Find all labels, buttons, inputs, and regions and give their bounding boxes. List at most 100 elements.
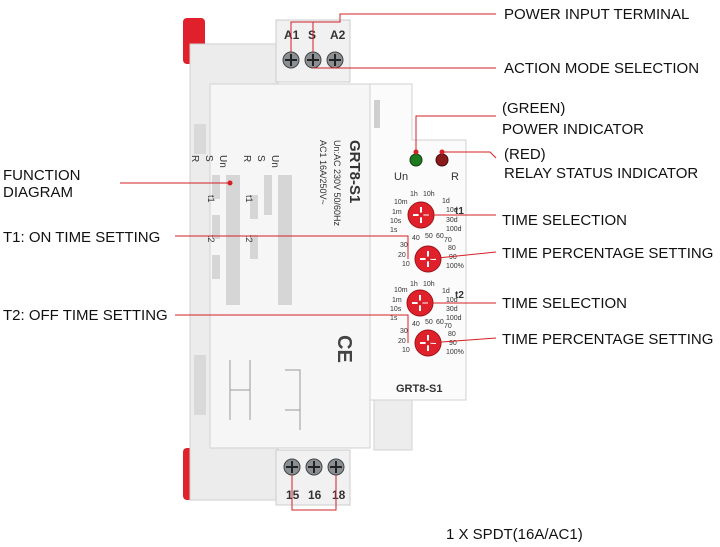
pct-30: 30 — [400, 242, 408, 249]
scale-1s: 1s — [390, 227, 398, 234]
diagram-t1-b: t1 — [244, 195, 254, 203]
scale2-10d: 10d — [446, 297, 458, 304]
scale-10m: 10m — [394, 199, 408, 206]
leader-green — [415, 115, 496, 152]
terminal-a2-label: A2 — [330, 28, 346, 42]
model-label: GRT8-S1 — [346, 140, 363, 203]
pct2-10: 10 — [402, 347, 410, 354]
pct2-60: 60 — [436, 319, 444, 326]
pct-90: 90 — [449, 254, 457, 261]
pct-10: 10 — [402, 261, 410, 268]
pct2-100: 100% — [446, 349, 464, 356]
terminal-s-label: S — [308, 28, 316, 42]
diagram-t1-a: t1 — [206, 195, 216, 203]
dial-t1-percent-scale: 40 50 60 70 80 90 100% 30 20 10 — [398, 233, 464, 270]
diagram-t2-a: t2 — [206, 235, 216, 243]
dot-red — [439, 149, 445, 155]
panel-groove — [374, 100, 380, 128]
diagram-label-r-2: R — [241, 155, 252, 162]
leader-power-input-main — [313, 13, 496, 23]
terminal-screw-a2 — [326, 51, 344, 69]
scale-10s: 10s — [390, 218, 402, 225]
scale2-1s: 1s — [390, 315, 398, 322]
dial-t1-label: t1 — [455, 206, 464, 217]
leader-power-input — [290, 21, 314, 52]
callout-time-selection-2: TIME SELECTION — [502, 295, 627, 312]
terminal-screw-s — [304, 51, 322, 69]
terminal-18-label: 18 — [332, 488, 346, 502]
leader-lines — [120, 13, 497, 511]
pct2-90: 90 — [449, 340, 457, 347]
terminal-15-label: 15 — [286, 488, 300, 502]
callout-function-1: FUNCTION — [3, 167, 81, 184]
scale2-100d: 100d — [446, 315, 462, 322]
callout-action-mode: ACTION MODE SELECTION — [504, 60, 699, 77]
pct-70: 70 — [444, 237, 452, 244]
scale2-10h: 10h — [423, 281, 435, 288]
pct-100: 100% — [446, 263, 464, 270]
leader-spdt — [291, 475, 337, 511]
terminal-a1-label: A1 — [284, 28, 300, 42]
callout-spdt: 1 X SPDT(16A/AC1) — [446, 526, 583, 543]
scale2-10m: 10m — [394, 287, 408, 294]
callout-t2-setting: T2: OFF TIME SETTING — [3, 307, 168, 324]
pct2-20: 20 — [398, 338, 406, 345]
spec-voltage: Un:AC 230V 50/60Hz — [332, 140, 342, 227]
diagram-label-r-1: R — [189, 155, 200, 162]
scale-1m: 1m — [392, 209, 402, 216]
ce-mark: CE — [333, 335, 355, 363]
dot-green — [413, 149, 419, 155]
callout-red-2: RELAY STATUS INDICATOR — [504, 165, 698, 182]
callout-t1-setting: T1: ON TIME SETTING — [3, 229, 160, 246]
pct-50: 50 — [425, 233, 433, 240]
terminal-screw-16 — [305, 458, 323, 476]
relay-device: A1 S A2 — [183, 18, 467, 506]
spec-current: AC1 16A/250V~ — [318, 140, 328, 205]
scale2-1d: 1d — [442, 288, 450, 295]
dot-function — [227, 180, 233, 186]
dot-t2-time — [417, 300, 423, 306]
diagram-label-s-1: S — [203, 155, 214, 162]
callout-time-selection-1: TIME SELECTION — [502, 212, 627, 229]
leader-t1-setting — [175, 235, 409, 259]
terminal-16-label: 16 — [308, 488, 322, 502]
function-diagram: Un S R Un S R t1 t2 t1 t2 — [189, 155, 292, 305]
side-slot — [194, 124, 206, 154]
pct-80: 80 — [448, 245, 456, 252]
callout-function-2: DIAGRAM — [3, 184, 73, 201]
pct-40: 40 — [412, 235, 420, 242]
leader-t1-pct — [427, 251, 497, 260]
callout-time-pct-1: TIME PERCENTAGE SETTING — [502, 245, 713, 262]
terminal-screw-a1 — [282, 51, 300, 69]
power-led — [409, 153, 423, 167]
scale2-10s: 10s — [390, 306, 402, 313]
pct2-80: 80 — [448, 331, 456, 338]
terminal-screw-15 — [283, 458, 301, 476]
leader-dots — [227, 149, 445, 346]
pct2-50: 50 — [425, 319, 433, 326]
pct-60: 60 — [436, 233, 444, 240]
scale-10h: 10h — [423, 191, 435, 198]
pct2-70: 70 — [444, 323, 452, 330]
diagram-label-un-2: Un — [269, 155, 280, 168]
dial-t2-time-scale: 1h 10h 1d 10d 30d 100d 10m 1m 10s 1s — [390, 281, 462, 322]
callout-power-input: POWER INPUT TERMINAL — [504, 6, 689, 23]
scale2-30d: 30d — [446, 306, 458, 313]
scale-30d: 30d — [446, 217, 458, 224]
wiring-sketch — [229, 360, 301, 430]
lower-step — [373, 399, 413, 451]
leader-red — [442, 151, 497, 159]
relay-led — [435, 153, 449, 167]
led-un-label: Un — [394, 171, 408, 183]
pct2-40: 40 — [412, 321, 420, 328]
leader-t2-setting — [175, 314, 409, 343]
callout-red-1: (RED) — [504, 146, 546, 163]
callout-green-1: (GREEN) — [502, 100, 565, 117]
model-label-bottom: GRT8-S1 — [396, 383, 442, 395]
dot-t1-time — [418, 212, 424, 218]
dot-t1-pct — [425, 256, 431, 262]
callout-green-2: POWER INDICATOR — [502, 121, 644, 138]
scale2-1h: 1h — [410, 281, 418, 288]
leader-t2-pct — [427, 337, 497, 344]
